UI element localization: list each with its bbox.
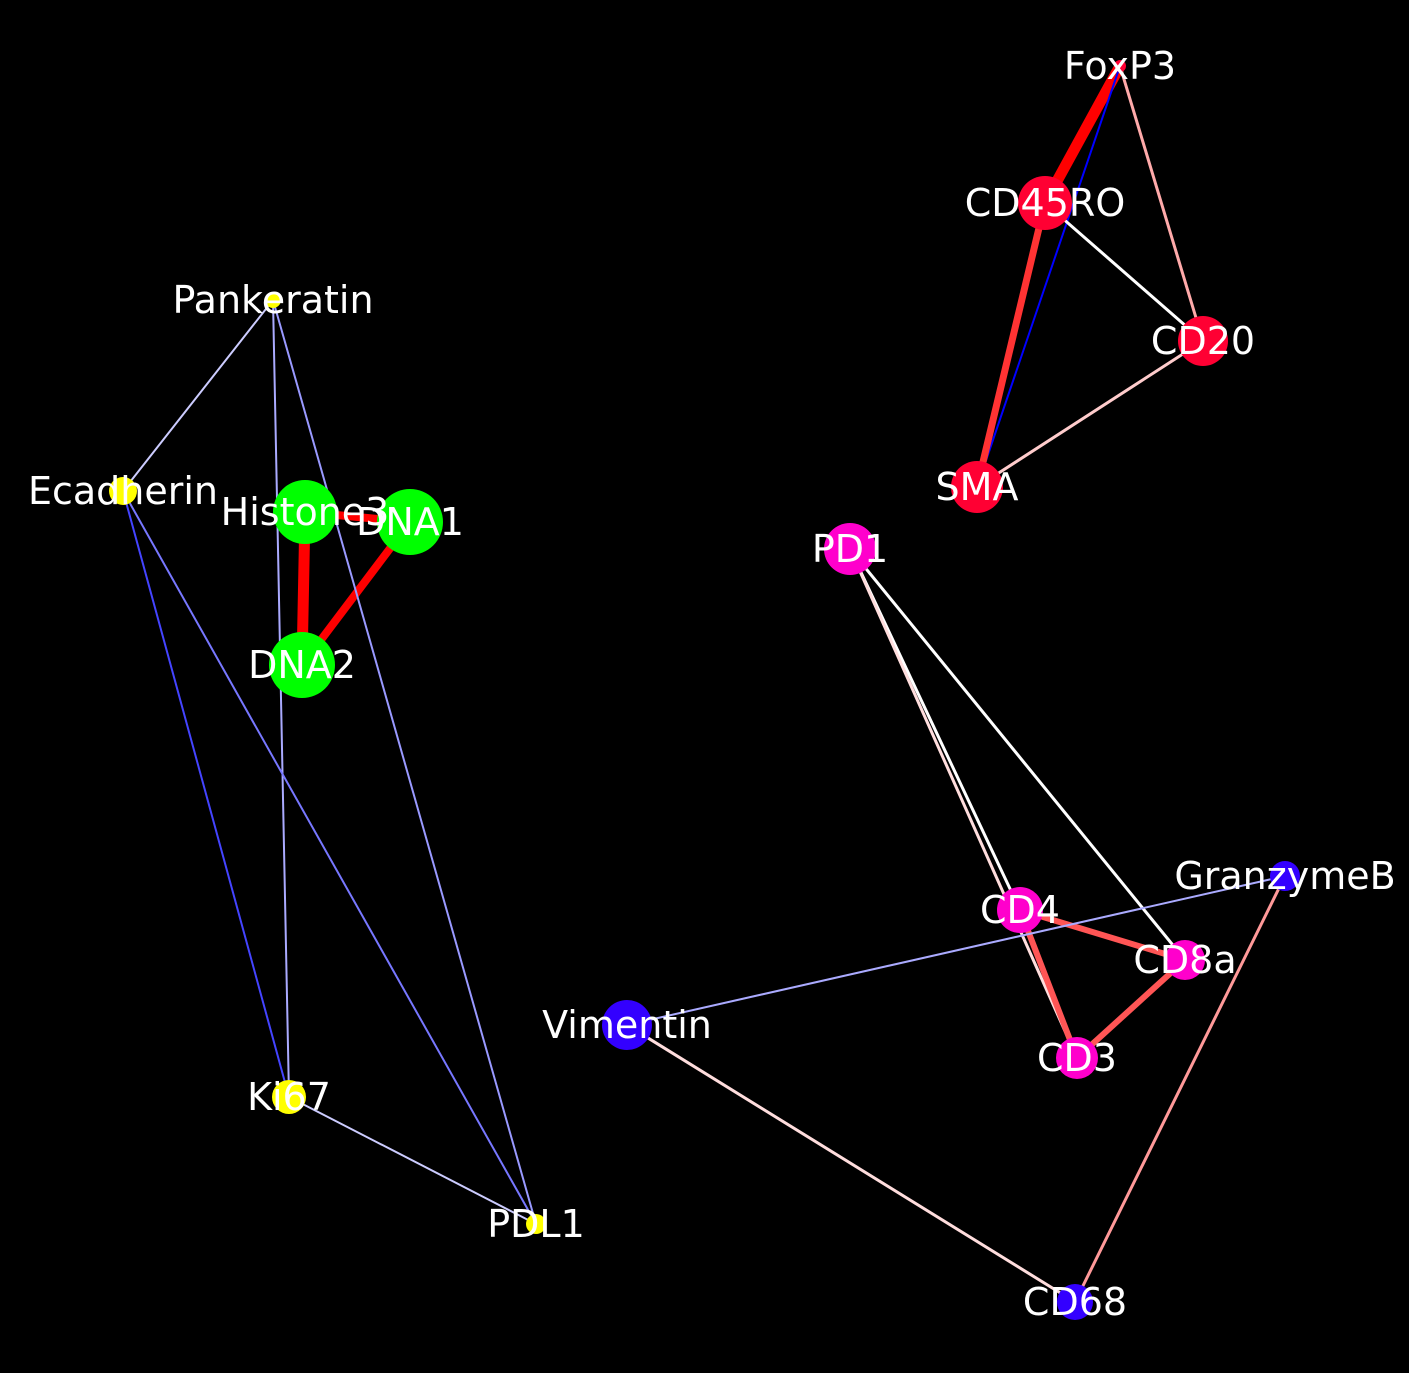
edge-cd45ro-sma: [973, 199, 1049, 491]
node-label-granzymeb: GranzymeB: [1174, 854, 1395, 898]
node-ki67[interactable]: [272, 1080, 306, 1114]
node-label-foxp3: FoxP3: [1064, 44, 1176, 88]
edge-cd8a-cd3: [1074, 957, 1188, 1061]
node-cd4[interactable]: [997, 887, 1043, 933]
node-foxp3[interactable]: [1114, 60, 1126, 72]
node-vimentin[interactable]: [602, 1000, 652, 1050]
node-cd45ro[interactable]: [1018, 176, 1072, 230]
edge-vimentin-cd68: [625, 1023, 1077, 1304]
node-layer: [109, 60, 1300, 1320]
edge-pankeratin-pdl1: [272, 299, 537, 1225]
edge-foxp3-sma: [976, 65, 1121, 488]
node-label-dna2: DNA2: [248, 643, 356, 687]
edge-sma-cd20: [975, 339, 1205, 489]
edge-pd1-cd3: [848, 547, 1079, 1060]
node-label-dna1: DNA1: [356, 500, 464, 544]
node-pankeratin[interactable]: [265, 292, 281, 308]
node-cd68[interactable]: [1057, 1284, 1093, 1320]
edge-ecadherin-pdl1: [122, 490, 537, 1225]
node-granzymeb[interactable]: [1270, 861, 1300, 891]
node-label-ki67: Ki67: [247, 1075, 331, 1119]
node-histone3[interactable]: [273, 480, 337, 544]
node-dna2[interactable]: [269, 632, 335, 698]
node-label-cd3: CD3: [1037, 1036, 1117, 1080]
edge-pd1-cd8a: [848, 547, 1187, 962]
edge-vimentin-granzymeb: [626, 875, 1286, 1026]
node-label-cd45ro: CD45RO: [965, 181, 1125, 225]
node-label-cd8a: CD8a: [1133, 938, 1236, 982]
node-cd3[interactable]: [1056, 1037, 1098, 1079]
node-cd20[interactable]: [1178, 316, 1228, 366]
node-label-cd20: CD20: [1151, 319, 1255, 363]
edge-layer: [122, 60, 1287, 1304]
node-sma[interactable]: [951, 461, 1003, 513]
edge-pankeratin-ecadherin: [122, 299, 274, 492]
edge-granzymeb-cd68: [1073, 874, 1287, 1304]
edge-pankeratin-ki67: [272, 299, 290, 1098]
edge-cd45ro-cd20: [1043, 201, 1205, 343]
node-label-vimentin: Vimentin: [542, 1003, 712, 1047]
node-label-sma: SMA: [936, 465, 1019, 509]
edge-cd4-cd8a: [1017, 907, 1188, 963]
node-label-cd4: CD4: [980, 888, 1060, 932]
node-ecadherin[interactable]: [109, 477, 137, 505]
node-label-ecadherin: Ecadherin: [28, 469, 218, 513]
node-label-pd1: PD1: [812, 527, 888, 571]
node-pd1[interactable]: [824, 523, 876, 575]
node-label-cd68: CD68: [1023, 1280, 1127, 1324]
edge-ecadherin-ki67: [122, 490, 290, 1098]
node-cd8a[interactable]: [1165, 940, 1205, 980]
edge-ki67-pdl1: [288, 1096, 537, 1225]
node-pdl1[interactable]: [526, 1214, 546, 1234]
node-dna1[interactable]: [377, 489, 443, 555]
node-label-histone3: Histone3: [221, 490, 390, 534]
node-label-pdl1: PDL1: [487, 1202, 585, 1246]
node-label-pankeratin: Pankeratin: [172, 278, 373, 322]
edge-foxp3-cd20: [1118, 64, 1205, 343]
